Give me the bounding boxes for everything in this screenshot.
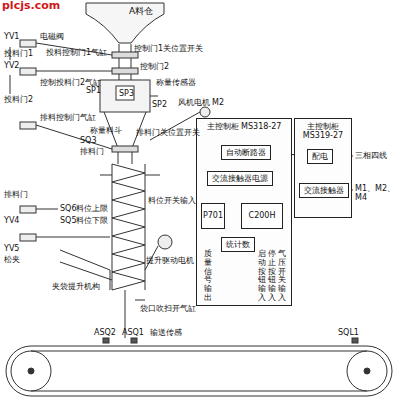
- cabinet-title: 主控制柜 MS318-27: [200, 122, 288, 131]
- material-hopper: A料仓: [85, 2, 165, 44]
- part-label: YV1: [4, 32, 19, 41]
- part-label: SP3: [119, 89, 134, 98]
- part-label: YV2: [4, 61, 19, 70]
- part-label: 控制投料门2气缸: [40, 78, 101, 87]
- node-text: 自动断路器: [226, 148, 266, 157]
- part-label: 排料控制门气缸: [40, 113, 96, 122]
- watermark: plcjs.com: [0, 0, 62, 13]
- part-label: 投料控制门1气缸: [46, 48, 107, 57]
- part-label: 风机电机: [178, 98, 210, 107]
- device-box: P701: [201, 203, 225, 229]
- part-label: 启动按钮输入: [258, 250, 266, 303]
- part-label: SQ5料位下限: [60, 216, 108, 225]
- device-box: C200H: [241, 203, 283, 229]
- node-text: 配电: [312, 152, 328, 161]
- part-label: 排料门: [4, 190, 28, 199]
- part-label: 松夹: [4, 255, 20, 264]
- part-label: SP1: [86, 86, 101, 95]
- part-label: 投料门1: [4, 49, 33, 58]
- part-label: 控制门1关位置开关: [134, 44, 203, 53]
- part-label: M1、M2、M4: [355, 184, 399, 202]
- node-text: C200H: [249, 211, 276, 220]
- part-label: YV5: [4, 244, 19, 253]
- part-label: 控制门2: [140, 62, 169, 71]
- part-label: SQ6料位上限: [60, 204, 108, 213]
- part-label: SQL1: [338, 328, 359, 337]
- part-label: YV4: [4, 216, 19, 225]
- part-label: 夹袋提升机构: [52, 282, 100, 291]
- node-text: P701: [203, 211, 223, 220]
- part-label: 电磁阀: [40, 32, 64, 41]
- node-text: A料仓: [129, 6, 153, 16]
- part-label: M2: [212, 98, 224, 107]
- device-box: 交流接触器: [299, 183, 349, 198]
- node-text: 交流接触器电源: [212, 174, 268, 183]
- part-label: 输送传感: [150, 328, 182, 337]
- part-label: 称量料斗: [90, 126, 122, 135]
- part-label: 停止按钮输入: [268, 250, 276, 303]
- part-label: 提升驱动电机: [146, 256, 194, 265]
- device-box: 统计数: [221, 237, 255, 252]
- part-label: 质量信号输出: [204, 250, 212, 303]
- part-label: 投料门2: [4, 95, 33, 104]
- part-label: 排料门: [80, 147, 104, 156]
- control-cabinet: 主控制柜 MS319-27 配电交流接触器: [294, 118, 352, 218]
- part-label: 称量传感器: [156, 78, 196, 87]
- device-box: 自动断路器: [221, 145, 271, 160]
- part-label: 排料门关位置开关: [136, 128, 200, 137]
- node-text: 交流接触器: [304, 186, 344, 195]
- part-label: SQ3: [80, 136, 96, 145]
- part-label: ASQ1: [122, 328, 144, 337]
- part-label: ASQ2: [94, 328, 116, 337]
- part-label: 袋口吹扫开气缸: [140, 304, 196, 313]
- node-text: 统计数: [226, 240, 250, 249]
- device-box: 交流接触器电源: [207, 171, 273, 186]
- part-label: 气压开关输入: [278, 250, 286, 303]
- device-box: 配电: [307, 149, 333, 164]
- part-label: 三相四线: [355, 151, 387, 160]
- part-label: 料位开关输入: [148, 196, 196, 205]
- cabinet-title: 主控制柜 MS319-27: [298, 122, 348, 140]
- part-label: SP2: [152, 100, 167, 109]
